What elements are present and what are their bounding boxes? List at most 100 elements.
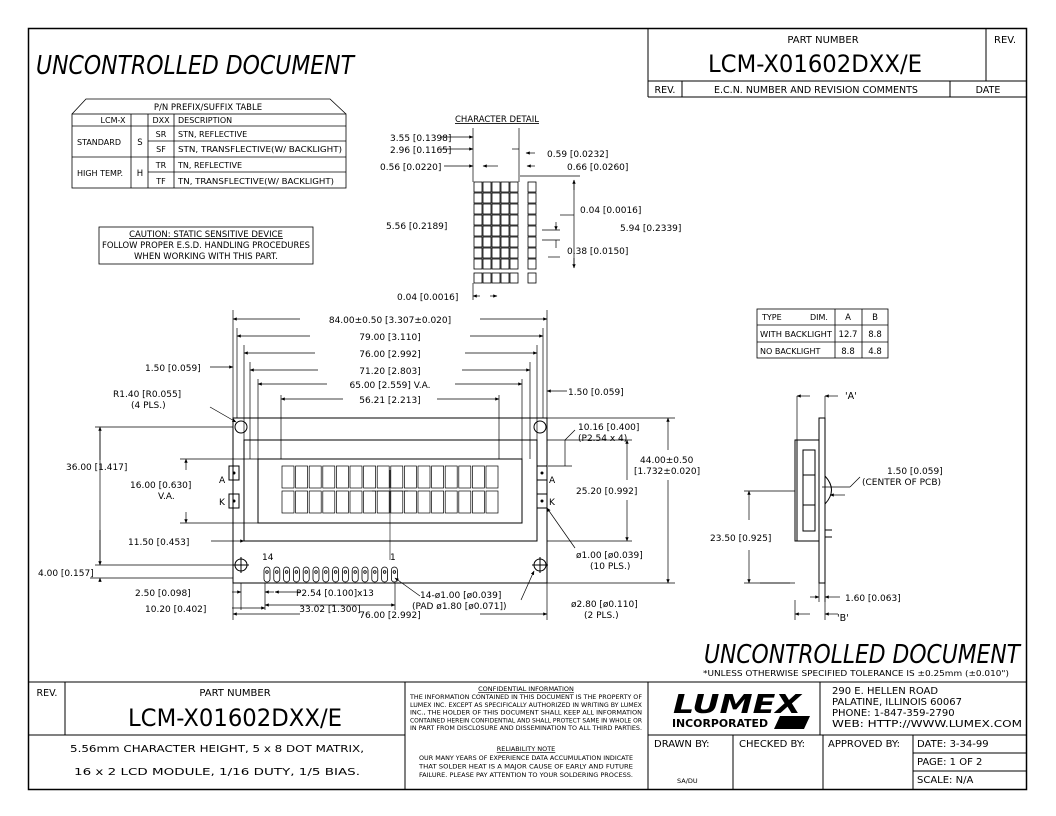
lcd-pin-hole [353, 570, 357, 574]
pn-desc-sr: STN, REFLECTIVE [178, 130, 247, 139]
char-dot [500, 272, 510, 284]
pn-col1: LCM-X [101, 116, 126, 125]
char-dot [482, 272, 492, 284]
lcd-char-cell [485, 490, 499, 514]
cd-0-59: 0.59 [0.0232] [547, 150, 608, 160]
addr-line4: WEB: HTTP://WWW.LUMEX.COM [832, 719, 1022, 730]
title-block [29, 681, 1026, 789]
char-dot [473, 272, 483, 284]
dim-84: 84.00±0.50 [3.307±0.020] [329, 316, 451, 326]
char-dot [527, 247, 537, 259]
date-field: DATE: 3-34-99 [917, 739, 989, 750]
char-dot [482, 225, 492, 237]
dim-1-50-right: 1.50 [0.059] [568, 388, 624, 398]
lcd-char-cell [322, 490, 336, 514]
rev-col: REV. [655, 85, 676, 96]
pin-a-k-labels [232, 471, 544, 503]
conf-line: INC., THE HOLDER OF THIS DOCUMENT SHALL … [410, 710, 642, 717]
rel-text: OUR MANY YEARS OF EXPERIENCE DATA ACCUMU… [418, 755, 633, 779]
char-dot [491, 272, 501, 284]
front-label-k-left: K [219, 498, 226, 508]
side-dim-1-60: 1.60 [0.063] [845, 594, 901, 604]
side-dim-23-50: 23.50 [0.925] [710, 534, 771, 544]
front-label-a-left: A [219, 476, 226, 486]
char-dot [500, 203, 510, 215]
char-dot [509, 181, 519, 193]
char-dot [527, 272, 537, 284]
pn-group-high-temp: HIGH TEMP. [77, 169, 123, 178]
char-dot [509, 272, 519, 284]
dim-row1-type: WITH BACKLIGHT [760, 330, 832, 339]
lcd-char-cell [417, 490, 431, 514]
dim-phi-2-8: ø2.80 [ø0.110] [571, 600, 638, 610]
dim-36: 36.00 [1.417] [66, 463, 127, 473]
addr-line3: PHONE: 1-847-359-2790 [832, 708, 955, 719]
char-dot [491, 258, 501, 270]
pn-suffix-sr: SR [156, 130, 167, 139]
char-dot [527, 225, 537, 237]
sheet-border [27, 27, 1028, 791]
dim-p2-54: P2.54 [0.100]x13 [296, 589, 374, 599]
lcd-pin-hole [373, 570, 377, 574]
uncontrolled-header: UNCONTROLLED DOCUMENT [36, 51, 356, 81]
char-dot [473, 225, 483, 237]
pn-col3: DESCRIPTION [178, 116, 232, 125]
tb-part-number-label: PART NUMBER [199, 688, 270, 699]
front-label-k-right: K [549, 498, 556, 508]
cd-0-04-b: 0.04 [0.0016] [397, 293, 458, 303]
dim-10-16: 10.16 [0.400] [578, 423, 639, 433]
dim-pad-2: (PAD ø1.80 [ø0.071]) [412, 602, 507, 612]
char-dot [482, 192, 492, 204]
lcd-pin [283, 566, 291, 583]
lcd-pin [302, 566, 310, 583]
side-dim-1-50-b: (CENTER OF PCB) [862, 478, 941, 488]
lcd-pin [371, 566, 379, 583]
lcd-pin [322, 566, 330, 583]
char-dot [500, 258, 510, 270]
char-dot [500, 225, 510, 237]
dim-r1-40: R1.40 [R0.055] [113, 390, 181, 400]
lcd-pin [312, 566, 320, 583]
svg-text:INCORPORATED: INCORPORATED [672, 718, 768, 730]
part-number-header: LCM-X01602DXX/E [708, 50, 922, 78]
page-field: PAGE: 1 OF 2 [917, 757, 982, 768]
char-dot [509, 192, 519, 204]
dim-33-02: 33.02 [1.300] [299, 605, 360, 615]
lcd-pin-hole [343, 570, 348, 574]
pn-table [71, 98, 347, 189]
char-dot-grid [473, 181, 537, 284]
pin-14-label: 14 [262, 553, 274, 563]
lcd-char-cell [404, 490, 417, 514]
lcd-pin-hole [304, 570, 308, 574]
dim-44-b: [1.732±0.020] [634, 467, 700, 477]
tb-desc-line1: 5.56mm CHARACTER HEIGHT, 5 x 8 DOT MATRI… [70, 744, 364, 755]
lumex-logo: LUMEX INCORPORATED [668, 690, 810, 730]
cd-0-04-a: 0.04 [0.0016] [580, 206, 641, 216]
dim-11-50: 11.50 [0.453] [128, 538, 189, 548]
char-dot [473, 214, 483, 226]
char-dot [527, 214, 537, 226]
char-dot [473, 181, 483, 193]
lcd-char-cell [485, 465, 499, 489]
char-dot [482, 181, 492, 193]
char-detail-leaders [440, 128, 580, 300]
dim-1-50-left: 1.50 [0.059] [145, 364, 201, 374]
char-dot [500, 192, 510, 204]
cd-2-96: 2.96 [0.1165] [390, 146, 451, 156]
dim-phi-1-pls: (10 PLS.) [590, 562, 630, 572]
lcd-char-cell [458, 490, 472, 514]
lcd-char-cell [281, 465, 295, 489]
dim-table [756, 308, 889, 359]
pn-table-title: P/N PREFIX/SUFFIX TABLE [154, 103, 262, 113]
ecn-col: E.C.N. NUMBER AND REVISION COMMENTS [714, 85, 918, 96]
char-dot [473, 203, 483, 215]
dim-71-20: 71.20 [2.803] [359, 367, 420, 377]
side-dim-1-50: 1.50 [0.059] [887, 467, 943, 477]
caution-box [98, 226, 314, 265]
char-dot [482, 236, 492, 248]
pn-suffix-tr: TR [155, 161, 167, 170]
lcd-char-cell [390, 490, 404, 514]
cd-5-56: 5.56 [0.2189] [386, 222, 447, 232]
char-dot [473, 192, 483, 204]
